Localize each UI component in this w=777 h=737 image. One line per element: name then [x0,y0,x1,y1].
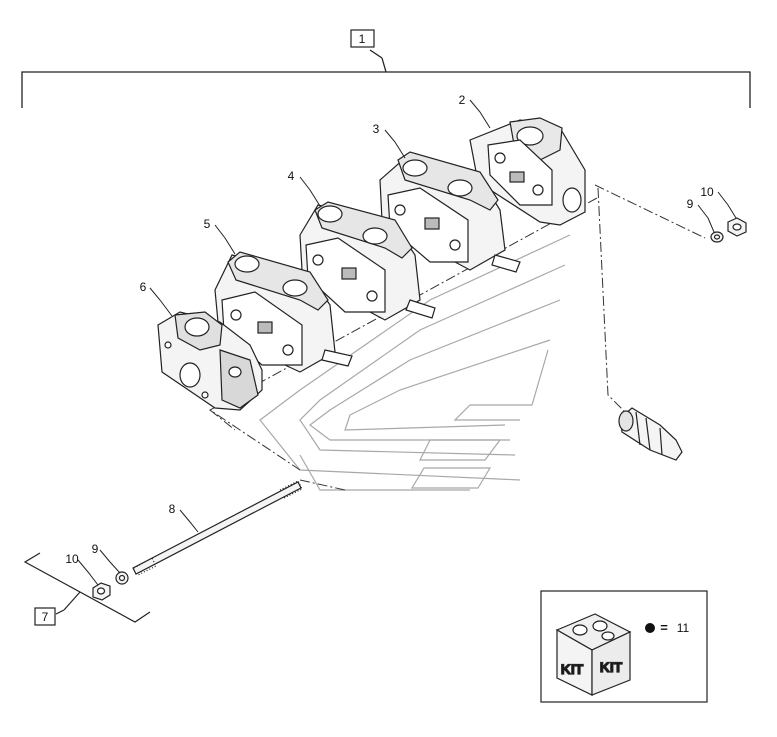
watermark-chevrons [259,234,571,491]
callout-6: 6 [140,280,147,294]
valve-section-5 [214,251,353,373]
assembly-label: 1 [359,32,366,46]
valve-section-6 [157,311,263,411]
kit-equals: = [660,620,668,635]
nut-10-right [727,217,747,237]
callout-10-right: 10 [700,185,714,199]
assembly-label-box: 1 [350,29,375,48]
valve-section-3 [379,151,521,273]
tie-rod-8 [132,480,303,576]
valve-section-2 [469,117,586,226]
kit-label-right: KIT [600,659,623,675]
label-box-7: 7 [34,607,56,626]
callout-10-left: 10 [65,552,79,566]
kit-bracket-7 [23,552,151,623]
washer-9-right [710,231,724,243]
callout-3: 3 [373,122,380,136]
callout-9-right: 9 [687,197,694,211]
callout-8: 8 [169,502,176,516]
callout-4: 4 [288,169,295,183]
callout-5: 5 [204,217,211,231]
callout-7: 7 [42,610,49,624]
callout-9-left: 9 [92,542,99,556]
kit-label-left: KIT [561,661,584,677]
valve-section-4 [299,201,436,321]
relief-valve-cartridge [618,407,683,461]
kit-legend-panel: KIT KIT = 11 [540,590,708,703]
assembly-bracket [21,49,751,108]
leader-lines [77,99,737,586]
callout-numbers: 2 3 4 5 6 8 9 10 9 10 [65,93,714,566]
nut-10-left [92,582,111,601]
callout-2: 2 [459,93,466,107]
washer-9-left [115,571,129,585]
kit-box-icon: KIT KIT [555,613,632,696]
kit-bullet-icon [645,623,655,633]
kit-number: 11 [677,621,690,635]
